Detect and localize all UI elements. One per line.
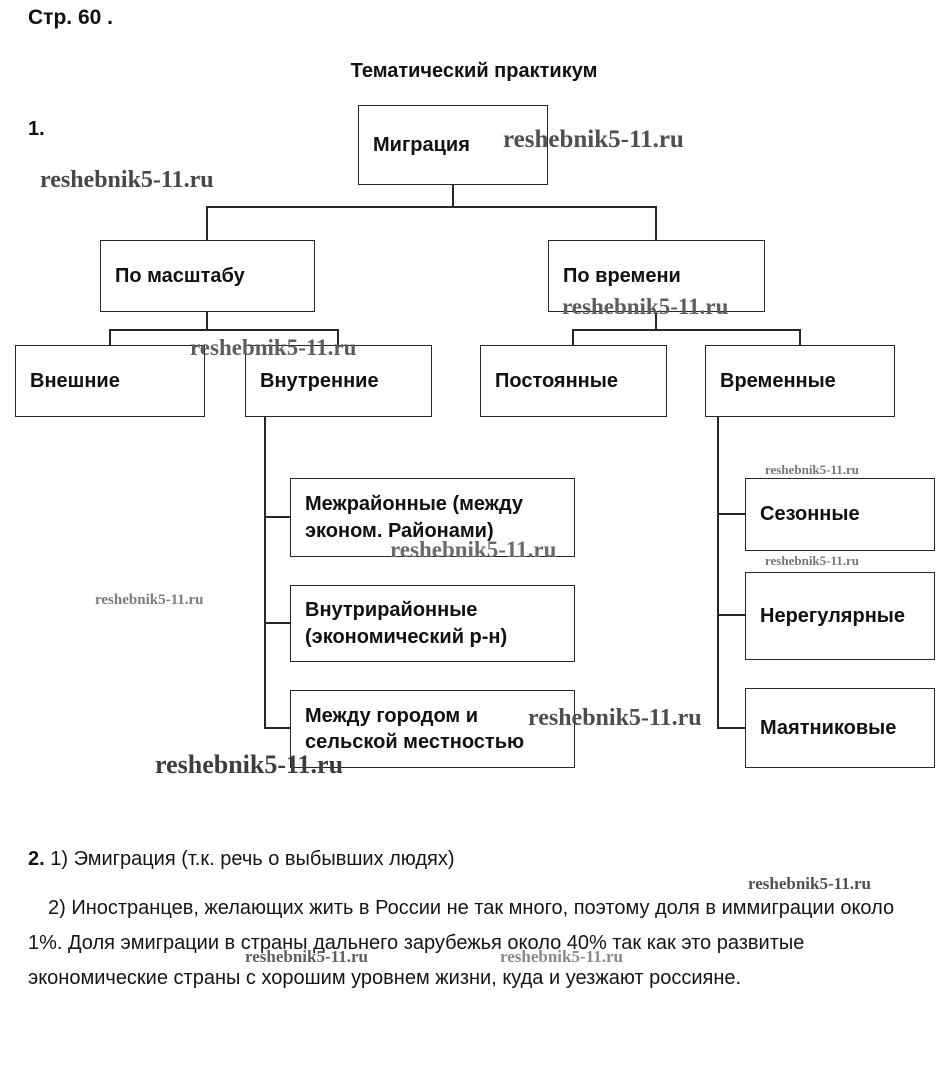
watermark: reshebnik5-11.ru [748, 874, 871, 893]
watermark: reshebnik5-11.ru [562, 294, 729, 319]
connector-line [717, 417, 719, 728]
node-internal: Внутренние [245, 345, 432, 417]
watermark: reshebnik5-11.ru [500, 947, 623, 966]
node-city-rural: Между городом и сельской местностью [290, 690, 575, 768]
page-title: Тематический практикум [350, 60, 598, 82]
section-2-label: 2. [28, 848, 45, 870]
connector-line [264, 516, 290, 518]
connector-line [206, 206, 208, 240]
node-by-scale: По масштабу [100, 240, 315, 312]
watermark: reshebnik5-11.ru [190, 335, 357, 360]
node-intraregional: Внутрирайонные (экономический р-н) [290, 585, 575, 662]
connector-line [337, 329, 339, 345]
connector-line [109, 329, 111, 345]
connector-line [799, 329, 801, 345]
watermark: reshebnik5-11.ru [40, 167, 214, 193]
connector-line [655, 206, 657, 240]
node-seasonal: Сезонные [745, 478, 935, 551]
node-temporary: Временные [705, 345, 895, 417]
node-by-time: По времени [548, 240, 765, 312]
watermark: reshebnik5-11.ru [528, 705, 702, 731]
node-external: Внешние [15, 345, 205, 417]
connector-line [572, 329, 801, 331]
node-migration: Миграция [358, 105, 548, 185]
page-number-label: Стр. 60 . [28, 6, 113, 29]
answer-line-1: 2. 1) Эмиграция (т.к. речь о выбывших лю… [28, 842, 916, 877]
connector-line [264, 727, 290, 729]
connector-line [109, 329, 339, 331]
answer-1-text: 1) Эмиграция (т.к. речь о выбывших людях… [50, 848, 455, 870]
watermark: reshebnik5-11.ru [155, 750, 344, 779]
watermark: reshebnik5-11.ru [503, 126, 684, 153]
watermark: reshebnik5-11.ru [765, 553, 860, 568]
connector-line [206, 312, 208, 331]
connector-line [264, 417, 266, 728]
node-irregular: Нерегулярные [745, 572, 935, 660]
connector-line [717, 727, 745, 729]
connector-line [452, 185, 454, 208]
node-interregional: Межрайонные (между эконом. Районами) [290, 478, 575, 557]
watermark: reshebnik5-11.ru [390, 537, 557, 562]
connector-line [717, 513, 745, 515]
watermark: reshebnik5-11.ru [765, 462, 860, 477]
answer-2-text: 2) Иностранцев, желающих жить в России н… [28, 897, 895, 989]
connector-line [717, 614, 745, 616]
node-pendulum: Маятниковые [745, 688, 935, 768]
connector-line [264, 622, 290, 624]
watermark: reshebnik5-11.ru [95, 592, 204, 608]
connector-line [206, 206, 657, 208]
watermark: reshebnik5-11.ru [245, 947, 368, 966]
connector-line [572, 329, 574, 345]
answers-section: 2. 1) Эмиграция (т.к. речь о выбывших лю… [28, 842, 916, 996]
connector-line [655, 312, 657, 331]
node-permanent: Постоянные [480, 345, 667, 417]
section-1-label: 1. [28, 118, 45, 140]
